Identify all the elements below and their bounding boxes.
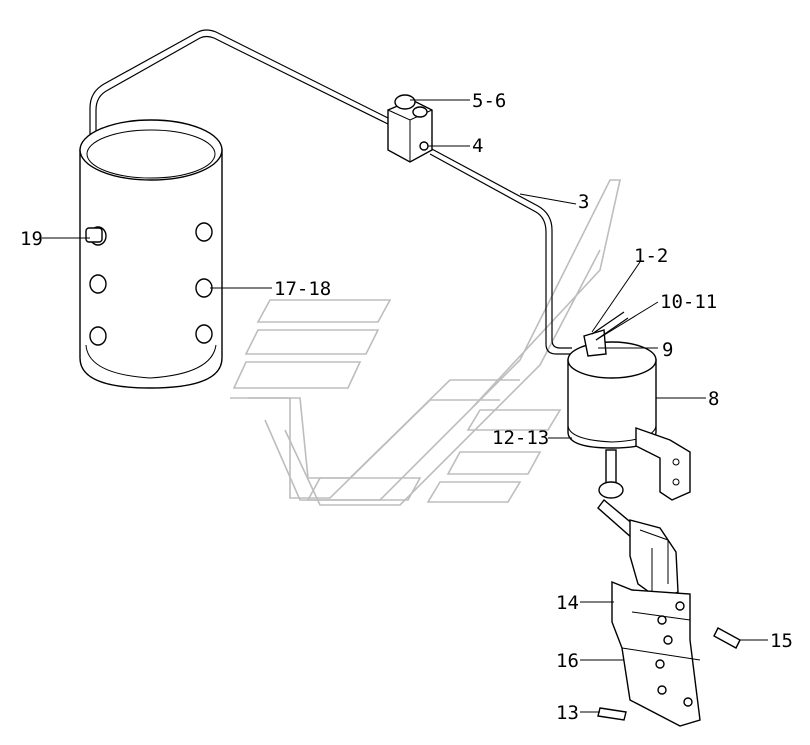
callout-12-13: 12-13 (492, 427, 549, 449)
watermark (230, 179, 621, 506)
callout-17-18: 17-18 (274, 278, 331, 300)
air-tank (79, 119, 223, 389)
bracket-assembly (597, 519, 741, 727)
callout-3: 3 (578, 191, 589, 213)
callout-5-6: 5-6 (472, 90, 506, 112)
callout-16: 16 (556, 650, 579, 672)
callout-8: 8 (708, 388, 719, 410)
callout-19: 19 (20, 228, 43, 250)
valve-block (387, 94, 433, 163)
callout-1-2: 1-2 (634, 245, 668, 267)
callout-13: 13 (556, 702, 579, 724)
leader-lines (42, 99, 768, 713)
callout-15: 15 (770, 630, 793, 652)
air-pipe (89, 29, 572, 355)
callout-9: 9 (662, 339, 673, 361)
air-chamber (567, 311, 691, 539)
callout-10-11: 10-11 (660, 291, 717, 313)
callouts: 19 17-18 5-6 4 3 1-2 10-11 9 8 12-13 14 … (20, 90, 793, 724)
callout-4: 4 (472, 135, 483, 157)
callout-14: 14 (556, 592, 579, 614)
